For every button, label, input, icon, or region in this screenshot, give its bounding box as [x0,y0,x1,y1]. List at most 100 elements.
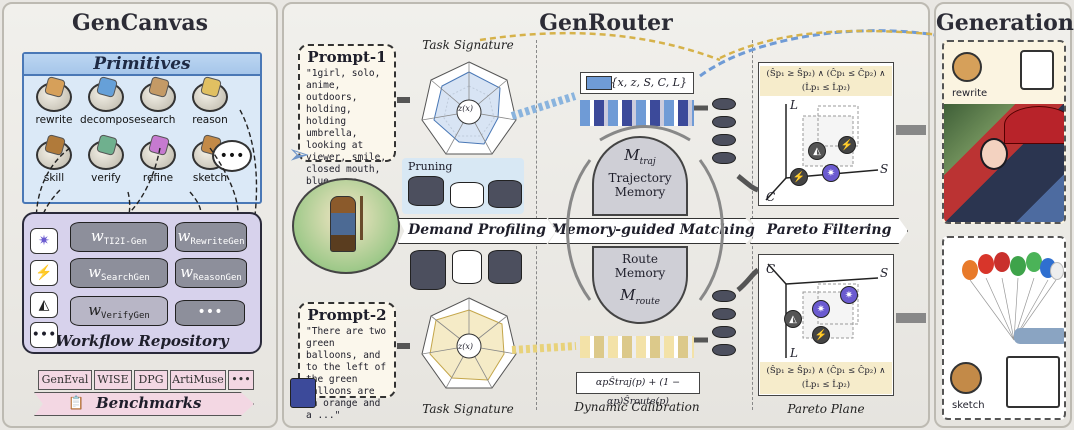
workflow-rewritegen[interactable]: wRewriteGen [175,222,247,252]
calibration-formula: αpŜtraj(p) + (1 − αp)Ŝroute(p) [576,372,700,407]
stack-bot-1 [712,290,736,302]
workflow-w-symbol: w [90,227,104,245]
generated-image-top[interactable]: rewrite [942,40,1066,224]
primitive-verify[interactable]: verify [80,140,132,184]
signpost-icon [360,196,386,240]
route-memory-label2: Memory [614,266,666,280]
primitive-label: search [140,114,176,126]
umbrella-shape [1004,106,1064,144]
stack-bot-3 [712,326,736,338]
prune-cylinder-1 [408,176,444,206]
bottom-cylinder-3 [488,250,522,284]
primitive-rewrite[interactable]: rewrite [28,82,80,126]
balloon-white [1050,262,1064,280]
explorer-figure [330,196,356,252]
workflow-ti2i-gen[interactable]: wTI2I-Gen [70,222,168,252]
node-lightning-bottom: ⚡ [812,326,830,344]
primitive-label: skill [43,172,65,184]
prompt-2-text: "There are two green balloons, and to th… [306,326,387,421]
benchmark-wise[interactable]: WISE [94,370,132,390]
radar-center-top: z(x) [458,104,473,113]
tuple-cubes [586,76,612,90]
girl-face [980,138,1008,170]
benchmark-more[interactable]: ••• [228,370,254,390]
stack-top-4 [712,152,736,164]
decompose-icon [88,82,124,112]
sketch-canvas [1006,356,1060,408]
primitive-decompose[interactable]: decompose [80,82,141,126]
benchmark-geneval[interactable]: GenEval [38,370,92,390]
rewrite-icon [952,52,982,82]
workflow-verifygen[interactable]: wVerifyGen [70,296,168,326]
trajectory-memory: Mtraj Trajectory Memory [592,136,688,216]
workflow-w-symbol: w [88,263,102,281]
axis-S-top: S [880,162,889,176]
stack-top-1 [712,98,736,110]
stack-top-3 [712,134,736,146]
bottom-cylinder-2 [452,250,482,284]
primitive-reason[interactable]: reason [184,82,236,126]
node-triangle-bottom: ◭ [784,310,802,328]
reason-icon [192,82,228,112]
more-icon[interactable]: ••• [30,322,58,348]
traj-memory-label1: Trajectory [608,171,672,185]
verify-icon [88,140,124,170]
node-logo-bottom-1: ✷ [812,300,830,318]
benchmark-dpg[interactable]: DPG [134,370,168,390]
task-signature-radar-bottom [421,297,517,389]
benchmark-artimuse[interactable]: ArtiMuse [170,370,226,390]
lightning-icon[interactable]: ⚡ [30,260,58,286]
rewrite-label: rewrite [952,88,988,99]
workflow-name: VerifyGen [101,311,150,322]
primitives-title: Primitives [24,54,260,76]
generated-image-bottom[interactable]: sketch [942,236,1066,420]
refine-icon [140,140,176,170]
sketch-icon [950,362,982,394]
node-logo-bottom-2: ✷ [840,286,858,304]
axis-L-bottom: L [790,346,798,360]
generation-title: Generation [936,10,1074,36]
axis-C-bottom: C [766,262,776,276]
primitives-box: Primitives [22,52,262,204]
gencanvas-title: GenCanvas [72,10,208,36]
primitive-label: decompose [80,114,141,126]
search-icon [140,82,176,112]
stack-bot-4 [712,344,736,356]
skill-icon [36,140,72,170]
explorer-mascot [292,178,400,274]
route-memory: Route Memory Mroute [592,246,688,324]
stack-bot-2 [712,308,736,320]
balloon-green-1 [1010,256,1026,276]
workflow-more[interactable]: ••• [175,300,245,326]
workflow-name: RewriteGen [190,237,245,248]
logo-icon[interactable]: ✷ [30,228,58,254]
pareto-bottom-formula: (Ŝp₁ ≥ Ŝp₂) ∧ (Ĉp₁ ≤ Ĉp₂) ∧ (L̂p₁ ≤ L̂p₂… [760,362,892,394]
primitive-label: reason [192,114,228,126]
task-signature-top-label: Task Signature [422,38,514,52]
stage-pareto-filtering: Pareto Filtering [750,218,908,244]
axis-C-top: C [766,190,776,204]
primitive-search[interactable]: search [132,82,184,126]
workflow-searchgen[interactable]: wSearchGen [70,258,168,288]
route-memory-label1: Route [622,252,658,266]
workflow-name: ReasonGen [193,273,242,284]
workflow-reasongen[interactable]: wReasonGen [175,258,247,288]
primitive-more[interactable]: ••• [212,140,252,172]
benchmarks-title: Benchmarks [96,394,202,412]
book-icon [290,378,316,408]
balloon-red-1 [978,254,994,274]
axis-S-bottom: S [880,266,889,280]
primitive-skill[interactable]: skill [28,140,80,184]
genrouter-title: GenRouter [539,10,673,36]
prompt-1-title: Prompt-1 [307,48,387,66]
triangle-icon[interactable]: ◭ [30,292,58,318]
balloon-strings [969,278,1057,341]
primitive-label: rewrite [35,114,73,126]
primitive-label: verify [91,172,121,184]
route-memory-symbol: Mroute [620,286,660,307]
route-blocks [580,336,694,358]
prune-cylinder-3 [488,180,522,208]
pruning-label: Pruning [408,160,453,173]
stage-demand-profiling: Demand Profiling [398,218,556,244]
traj-memory-symbol: Mtraj [624,146,656,167]
